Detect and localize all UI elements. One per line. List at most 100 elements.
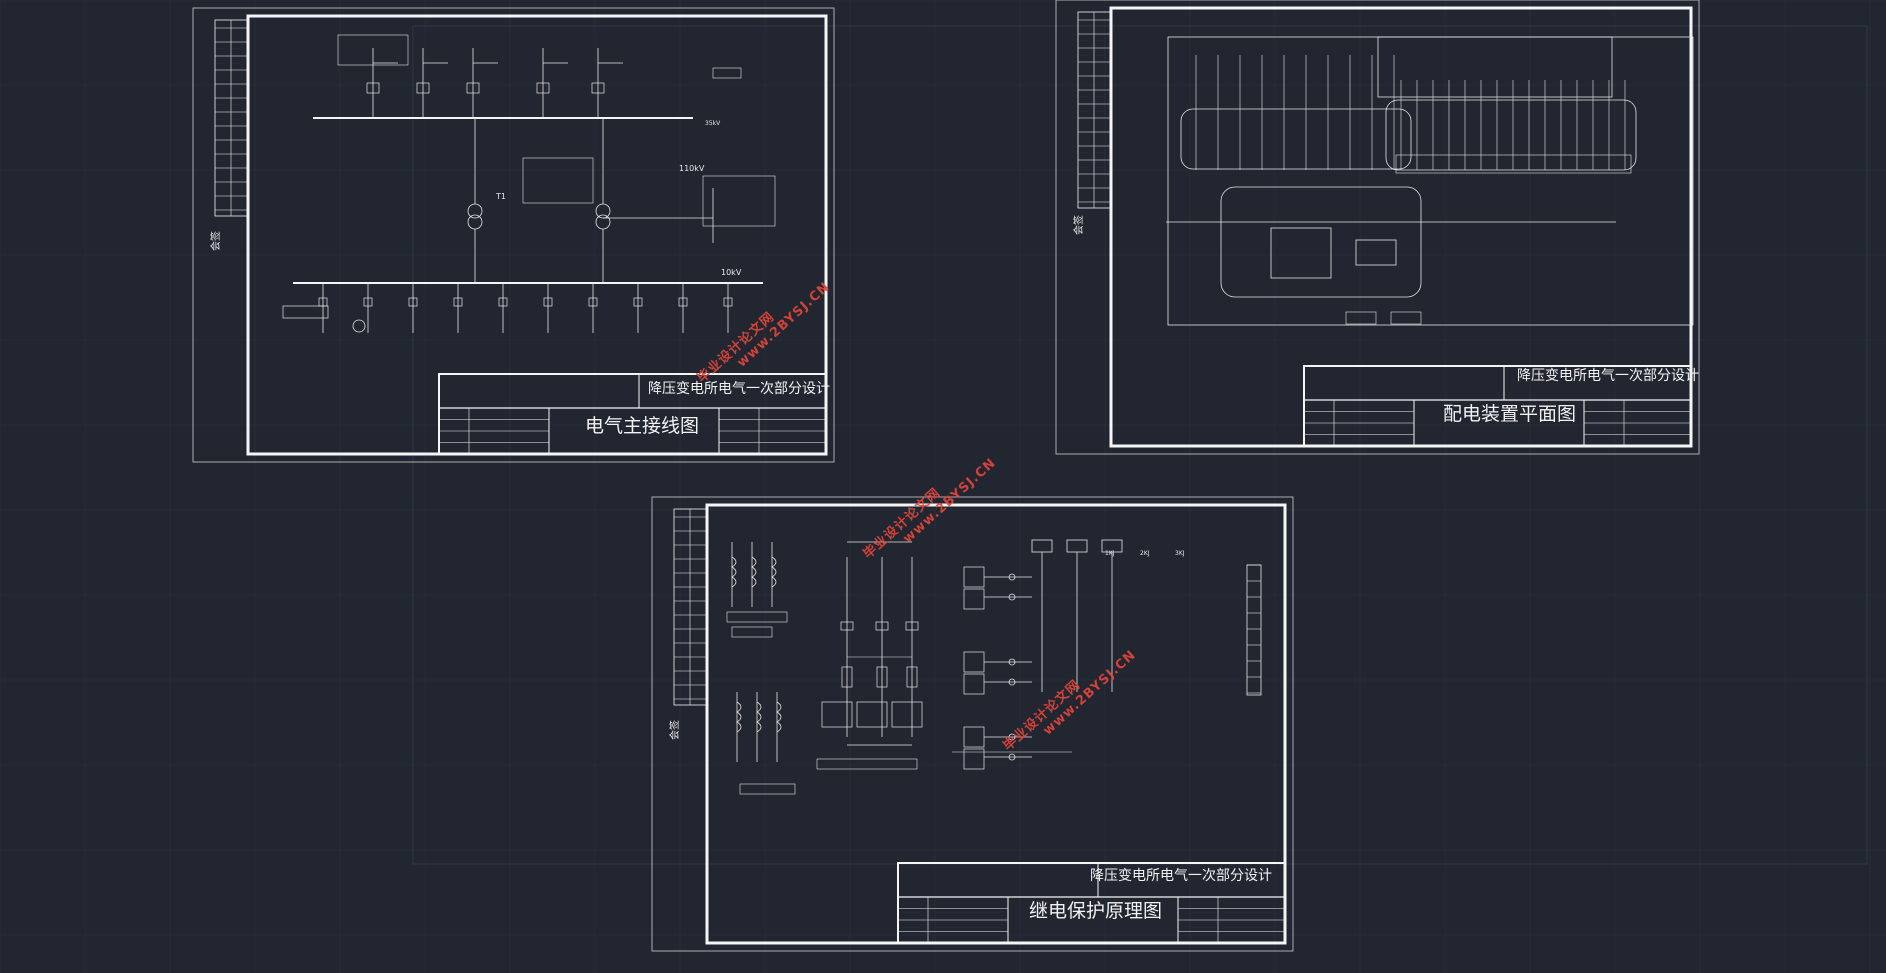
sheet-main-wiring[interactable]: 降压变电所电气一次部分设计 电气主接线图 110kV 10kV 35kV T1 … <box>192 7 835 463</box>
relay-1kj: 1KJ <box>1105 550 1115 557</box>
outer-border <box>651 496 1294 952</box>
pt-coil <box>776 701 782 733</box>
label-box <box>712 67 742 79</box>
current-relay <box>963 566 985 588</box>
terminal-strip <box>1246 564 1262 696</box>
left-strip <box>214 19 249 217</box>
relay-contact <box>821 701 853 728</box>
breaker-symbol <box>591 82 605 94</box>
terminal <box>1008 678 1016 686</box>
relay-box <box>1031 539 1053 553</box>
substation-fence <box>1167 36 1694 326</box>
current-relay <box>963 726 985 748</box>
transformer-winding <box>595 203 611 219</box>
ct-coil <box>751 556 757 588</box>
label-box <box>816 758 918 770</box>
breaker-symbol <box>723 297 733 307</box>
title-block <box>897 862 1286 944</box>
relay-coil <box>905 621 919 631</box>
breaker-symbol <box>678 297 688 307</box>
current-relay <box>963 748 985 770</box>
bus-label: 35kV <box>705 120 721 127</box>
bus-loop <box>1180 108 1412 170</box>
left-strip <box>1077 11 1112 209</box>
project-title: 降压变电所电气一次部分设计 <box>648 381 830 397</box>
relay-coil <box>840 621 854 631</box>
breaker-symbol <box>453 297 463 307</box>
station-transformer <box>352 319 366 333</box>
label-box <box>739 783 796 795</box>
gate <box>1345 311 1377 325</box>
current-relay <box>963 588 985 610</box>
terminal <box>1008 753 1016 761</box>
pt-coil <box>736 701 742 733</box>
label-box <box>282 305 329 319</box>
spec-box <box>522 157 594 204</box>
breaker-symbol <box>363 297 373 307</box>
breaker-symbol <box>633 297 643 307</box>
terminal <box>1008 733 1016 741</box>
voltage-lv-label: 10kV <box>721 268 742 277</box>
terminal <box>1008 593 1016 601</box>
switchyard-110kv <box>1377 36 1613 98</box>
relay-contact <box>856 701 888 728</box>
breaker-symbol <box>416 82 430 94</box>
pt-coil <box>756 701 762 733</box>
relay-coil <box>841 666 853 688</box>
main-building <box>1355 239 1397 266</box>
relay-3kj: 3KJ <box>1175 550 1185 557</box>
title-block <box>1303 365 1692 447</box>
terminal <box>1008 658 1016 666</box>
outer-border <box>1055 0 1700 455</box>
relay-box <box>1066 539 1088 553</box>
current-relay <box>963 651 985 673</box>
relay-coil <box>876 666 888 688</box>
transformer-winding <box>595 214 611 230</box>
breaker-symbol <box>408 297 418 307</box>
control-room <box>1270 227 1332 279</box>
relay-2kj: 2KJ <box>1140 550 1150 557</box>
breaker-symbol <box>366 82 380 94</box>
breaker-symbol <box>536 82 550 94</box>
access-road <box>1220 186 1422 298</box>
countersign-label: 会签 <box>211 231 222 251</box>
left-strip <box>673 508 708 706</box>
relay-coil <box>875 621 889 631</box>
breaker-symbol <box>466 82 480 94</box>
voltage-hv-label: 110kV <box>679 164 705 173</box>
terminal <box>1008 573 1016 581</box>
outer-border <box>192 7 835 463</box>
breaker-symbol <box>498 297 508 307</box>
breaker-symbol <box>588 297 598 307</box>
current-relay <box>963 673 985 695</box>
drawing-title: 配电装置平面图 <box>1443 403 1577 425</box>
transformer-winding <box>467 214 483 230</box>
sheet-relay-protection[interactable]: 降压变电所电气一次部分设计 继电保护原理图 会签 1KJ 2KJ 3KJ <box>651 496 1294 952</box>
countersign-label: 会签 <box>670 720 681 740</box>
main-wiring-diagram <box>192 7 835 463</box>
title-block <box>438 373 827 455</box>
switchgear-layout-plan <box>1055 0 1700 455</box>
breaker-symbol <box>543 297 553 307</box>
relay-coil <box>906 666 918 688</box>
spec-box <box>337 34 409 66</box>
transformer-winding <box>467 203 483 219</box>
relay-protection-diagram <box>651 496 1294 952</box>
drawing-title: 电气主接线图 <box>585 415 700 437</box>
ct-coil <box>731 556 737 588</box>
drawing-title: 继电保护原理图 <box>1029 900 1163 922</box>
label-box <box>731 626 773 638</box>
countersign-label: 会签 <box>1074 215 1085 235</box>
relay-contact <box>891 701 923 728</box>
cable-trench <box>1395 154 1632 174</box>
spec-box <box>702 175 776 227</box>
project-title: 降压变电所电气一次部分设计 <box>1090 868 1272 884</box>
project-title: 降压变电所电气一次部分设计 <box>1517 368 1699 384</box>
sheet-switchgear-layout[interactable]: 降压变电所电气一次部分设计 配电装置平面图 会签 <box>1055 0 1700 455</box>
transformer-label: T1 <box>496 192 506 201</box>
ct-coil <box>771 556 777 588</box>
gate <box>1390 311 1422 325</box>
bus-loop <box>1385 99 1637 171</box>
label-box <box>726 611 788 623</box>
